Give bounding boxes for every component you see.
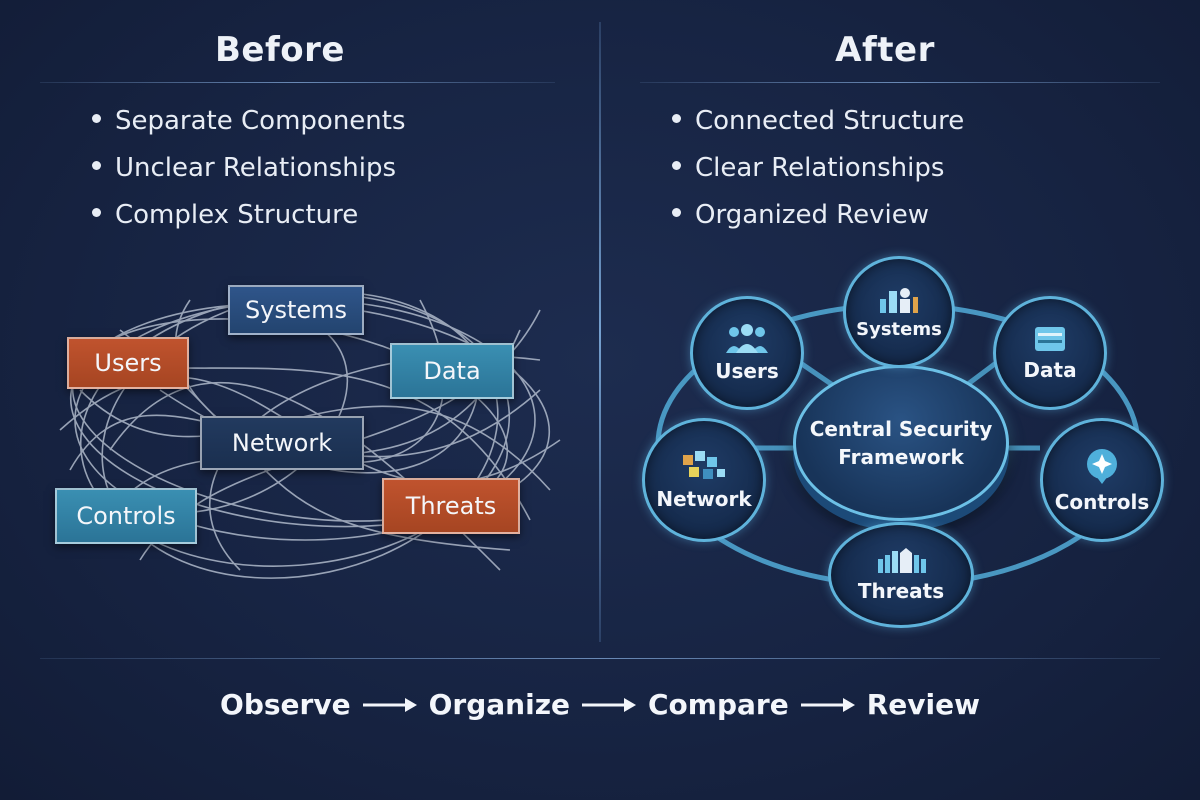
- data-node: Data: [993, 296, 1107, 410]
- bullet-dot-icon: [672, 161, 681, 170]
- flow-step: Observe: [220, 688, 351, 721]
- controls-node: Controls: [1040, 418, 1164, 542]
- after-bullet: Clear Relationships: [672, 145, 964, 192]
- bottom-rule: [40, 658, 1160, 659]
- after-bullet: Connected Structure: [672, 98, 964, 145]
- bullet-dot-icon: [92, 114, 101, 123]
- panel-divider: [599, 22, 601, 642]
- threats-node: Threats: [828, 522, 974, 628]
- after-title: After: [835, 30, 935, 70]
- before-bullet: Unclear Relationships: [92, 145, 406, 192]
- users-node: Users: [690, 296, 804, 410]
- bullet-dot-icon: [672, 114, 681, 123]
- threats-icon: [878, 548, 926, 573]
- before-title-rule: [40, 82, 555, 83]
- users-box: Users: [67, 337, 189, 389]
- controls-icon: [1087, 449, 1117, 484]
- arrow-right-icon: [362, 697, 417, 712]
- central-framework: Central Security Framework: [793, 365, 1009, 521]
- after-bullet-list: Connected Structure Clear Relationships …: [672, 98, 964, 239]
- systems-box: Systems: [228, 285, 364, 335]
- process-flow: Observe Organize Compare Review: [0, 688, 1200, 721]
- data-box: Data: [390, 343, 514, 399]
- after-bullet: Organized Review: [672, 192, 964, 239]
- systems-icon: [880, 287, 918, 313]
- bullet-dot-icon: [672, 208, 681, 217]
- arrow-right-icon: [800, 697, 855, 712]
- arrow-right-icon: [581, 697, 636, 712]
- controls-box: Controls: [55, 488, 197, 544]
- after-title-rule: [640, 82, 1160, 83]
- before-bullet: Separate Components: [92, 98, 406, 145]
- flow-step: Review: [866, 688, 980, 721]
- bullet-dot-icon: [92, 208, 101, 217]
- users-icon: [726, 324, 768, 353]
- before-title: Before: [215, 30, 345, 70]
- network-box: Network: [200, 416, 364, 470]
- bullet-dot-icon: [92, 161, 101, 170]
- before-bullet-list: Separate Components Unclear Relationship…: [92, 98, 406, 239]
- systems-node: Systems: [843, 256, 955, 368]
- flow-step: Organize: [428, 688, 570, 721]
- network-node: Network: [642, 418, 766, 542]
- before-bullet: Complex Structure: [92, 192, 406, 239]
- data-icon: [1035, 327, 1065, 351]
- network-icon: [683, 451, 725, 479]
- flow-step: Compare: [647, 688, 789, 721]
- threats-box: Threats: [382, 478, 520, 534]
